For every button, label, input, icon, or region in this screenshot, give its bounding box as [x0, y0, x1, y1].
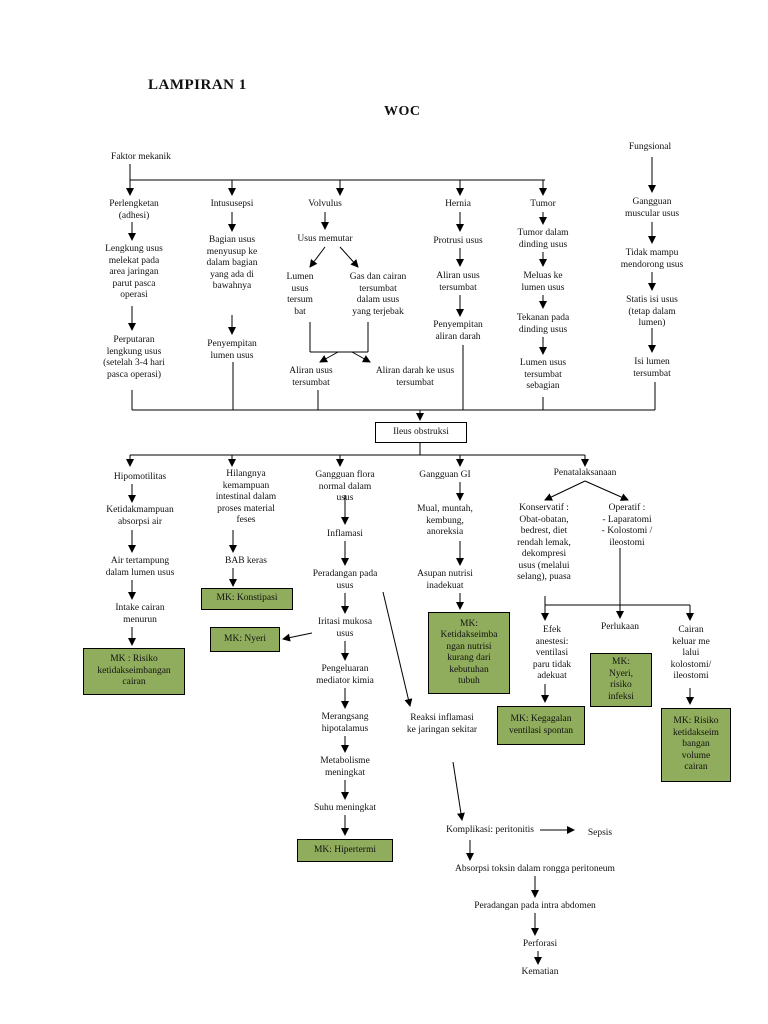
connector-arrow: [351, 351, 371, 363]
mk-risiko-cairan: MK : Risiko ketidakseimbangan cairan: [83, 648, 185, 695]
node-lengkung-usus: Lengkung usus melekat pada area jaringan…: [105, 244, 163, 300]
node-hipomotilitas: Hipomotilitas: [113, 472, 167, 482]
node-efek: Efek anestesi: ventilasi paru tidak adek…: [532, 625, 572, 681]
node-ketidakmampuan: Ketidakmampuan absorpsi air: [106, 505, 174, 527]
node-asupan: Asupan nutrisi inadekuat: [417, 569, 473, 591]
node-peradangan-usus: Peradangan pada usus: [312, 569, 378, 591]
node-aliran-usus-tersumbat: Aliran usus tersumbat: [289, 366, 333, 388]
node-meluas: Meluas ke lumen usus: [521, 271, 565, 293]
node-gangguan-flora: Gangguan flora normal dalam usus: [315, 470, 375, 503]
node-perforasi: Perforasi: [522, 939, 558, 949]
node-metabolisme: Metabolisme meningkat: [320, 756, 370, 778]
connector-arrow: [319, 351, 339, 363]
node-merangsang: Merangsang hipotalamus: [321, 712, 369, 734]
node-hernia: Hernia: [445, 199, 471, 209]
node-lumen-sebagian: Lumen usus tersumbat sebagian: [519, 358, 567, 391]
node-gangguan-gi: Gangguan GI: [419, 470, 471, 480]
node-penyempitan-lumen: Penyempitan lumen usus: [207, 339, 257, 361]
connector-arrow: [339, 246, 359, 268]
node-bab-keras: BAB keras: [225, 556, 267, 566]
connector-arrow: [282, 632, 313, 642]
node-gas-cairan: Gas dan cairan tersumbat dalam usus yang…: [349, 272, 407, 317]
node-absorpsi: Absorpsi toksin dalam rongga peritoneum: [455, 864, 615, 874]
node-hilangnya: Hilangnya kemampuan intestinal dalam pro…: [215, 469, 277, 525]
mk-hipertermi: MK: Hipertermi: [297, 839, 393, 862]
node-isi-lumen: Isi lumen tersumbat: [633, 357, 671, 379]
node-bagian-usus: Bagian usus menyusup ke dalam bagian yan…: [206, 235, 258, 291]
node-penyempitan-aliran: Penyempitan aliran darah: [433, 320, 483, 342]
mk-nyeri: MK: Nyeri: [210, 627, 280, 652]
node-kematian: Kematian: [521, 967, 559, 977]
mk-volume: MK: Risiko ketidakseim bangan volume cai…: [661, 708, 731, 782]
node-fungsional: Fungsional: [628, 142, 672, 152]
node-lumen-tersumbat: Lumen usus tersum bat: [286, 272, 314, 317]
page-title: LAMPIRAN 1: [148, 77, 247, 93]
node-operatif: Operatif : - Laparatomi - Kolostomi / il…: [601, 503, 653, 548]
node-mual: Mual, muntah, kembung, anoreksia: [417, 504, 473, 537]
node-perlukaan: Perlukaan: [601, 622, 639, 632]
node-tumor-dinding: Tumor dalam dinding usus: [517, 228, 569, 250]
node-aliran-darah-usus: Aliran darah ke usus tersumbat: [375, 366, 455, 388]
node-pengeluaran: Pengeluaran mediator kimia: [316, 664, 374, 686]
mk-konstipasi: MK: Konstipasi: [201, 588, 293, 610]
node-air-tertampung: Air tertampung dalam lumen usus: [105, 556, 175, 578]
node-perlengketan: Perlengketan (adhesi): [109, 199, 159, 221]
node-tumor: Tumor: [530, 199, 556, 209]
node-tidak-mampu: Tidak mampu mendorong usus: [620, 248, 684, 270]
node-komplikasi: Komplikasi: peritonitis: [446, 825, 534, 835]
node-volvulus: Volvulus: [308, 199, 342, 209]
node-statis: Statis isi usus (tetap dalam lumen): [626, 295, 678, 328]
node-protrusi: Protrusi usus: [433, 236, 483, 246]
mk-ventilasi: MK: Kegagalan ventilasi spontan: [497, 706, 585, 745]
node-intake: Intake cairan menurun: [115, 603, 165, 625]
node-ileus-obstruksi: Ileus obstruksi: [375, 422, 467, 443]
node-sepsis: Sepsis: [587, 828, 613, 838]
node-iritasi: Iritasi mukosa usus: [317, 617, 373, 639]
node-tekanan: Tekanan pada dinding usus: [516, 313, 570, 335]
connector-arrow: [309, 246, 326, 268]
node-reaksi: Reaksi inflamasi ke jaringan sekitar: [406, 713, 478, 735]
node-inflamasi: Inflamasi: [327, 529, 363, 539]
node-cairan-keluar: Cairan keluar me lalui kolostomi/ ileost…: [670, 625, 712, 681]
node-penatalaksanaan: Penatalaksanaan: [553, 468, 617, 478]
connector-arrow: [584, 480, 629, 501]
node-peradangan-abdomen: Peradangan pada intra abdomen: [474, 901, 596, 911]
mk-infeksi: MK: Nyeri, risiko infeksi: [590, 653, 652, 707]
node-aliran-usus-hernia: Aliran usus tersumbat: [436, 271, 480, 293]
connector-arrow: [544, 480, 586, 501]
node-usus-memutar: Usus memutar: [297, 234, 353, 244]
mk-nutrisi: MK: Ketidakseimba ngan nutrisi kurang da…: [428, 612, 510, 694]
node-faktor-mekanik: Faktor mekanik: [111, 152, 171, 162]
node-suhu: Suhu meningkat: [313, 803, 376, 813]
node-konservatif: Konservatif : Obat-obatan, bedrest, diet…: [517, 503, 571, 582]
connector-arrow: [382, 591, 413, 707]
node-intususepsi: Intususepsi: [210, 199, 254, 209]
page-subtitle: WOC: [384, 104, 421, 119]
node-gangguan-muscular: Gangguan muscular usus: [624, 197, 680, 219]
node-perputaran: Perputaran lengkung usus (setelah 3-4 ha…: [103, 335, 165, 380]
connector-arrow: [452, 761, 465, 821]
